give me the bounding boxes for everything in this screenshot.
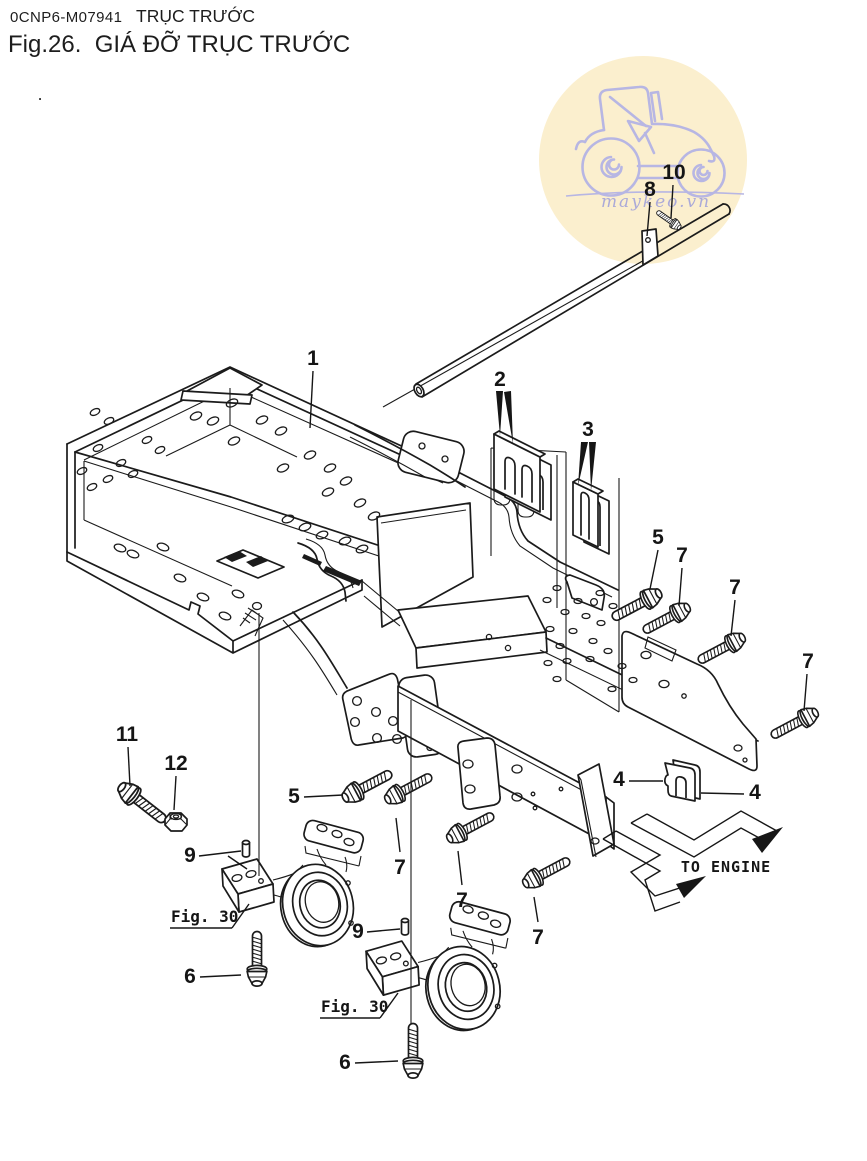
watermark-text: maykeo.vn [601,192,711,212]
shim-2 [493,430,552,521]
callout-label-5: 5 [652,526,664,549]
callout-label-7: 7 [394,856,406,879]
watermark: maykeo.vn [539,56,747,264]
bearing-housing-2 [365,899,513,1039]
callout-leader [303,794,344,798]
bolt-7-b [693,627,750,670]
callout-label-4: 4 [613,768,625,791]
callout-label-3: 3 [582,418,594,441]
callout-leader [533,896,539,923]
to-engine-arrows [602,810,783,912]
callout-label-8: 8 [644,178,656,201]
stay-rod [413,203,731,398]
callout-arrow [578,442,588,486]
slot-panels [382,257,649,713]
callout-leader [649,549,659,590]
callout-leader [395,817,401,853]
section-title: TRỤC TRƯỚC [136,6,256,26]
callout-leader [199,974,242,978]
callout-leader [678,567,683,607]
annotation-fig: Fig. 30 [321,997,388,1016]
bolt-6-a [246,930,268,987]
callout-leader [198,850,242,857]
callout-label-5: 5 [288,785,300,808]
callout-label-11: 11 [116,723,139,746]
callout-label-7: 7 [729,576,741,599]
callout-leader [127,746,131,787]
pin-9-b [400,917,410,936]
bolt-6-b [402,1022,424,1079]
callout-arrow [504,391,513,444]
callout-label-6: 6 [339,1051,351,1074]
alignment-lines [258,613,412,1024]
callout-leader [646,201,651,237]
callout-leader [227,855,248,870]
callout-leader [803,673,808,712]
figure-title: Fig.26. GIÁ ĐỠ TRỤC TRƯỚC [8,31,351,58]
tractor-icon [565,85,745,198]
annotation-mark: . [38,88,42,103]
shim-4 [663,759,701,802]
side-plate [577,763,615,858]
callout-leader [457,850,463,886]
callout-leader [366,928,401,933]
callout-label-10: 10 [662,161,685,184]
callout-leader [700,792,745,795]
callout-leader [354,1060,399,1064]
callout-arrow [589,442,596,491]
callout-label-2: 2 [494,368,506,391]
callout-label-6: 6 [184,965,196,988]
nut-12 [164,812,188,832]
shim-3 [572,478,610,555]
bearing-housing-1 [221,818,366,955]
frame-holes [76,398,381,621]
bolt-7-e [442,806,499,849]
annotation-fig: Fig. 30 [171,907,238,926]
web-holes [542,584,638,693]
callout-label-9: 9 [184,844,196,867]
callout-label-7: 7 [802,650,814,673]
callout-label-7: 7 [532,926,544,949]
watermark-circle [539,56,747,264]
callout-label-12: 12 [164,752,187,775]
pin-9-a [241,839,251,858]
bolt-7-f [518,851,575,894]
annotation-line [379,992,399,1019]
callout-leader [309,370,314,429]
frame-assembly [66,366,759,850]
callout-label-7: 7 [456,889,468,912]
document-code: 0CNP6-M07941 [10,9,123,26]
callout-label-7: 7 [676,544,688,567]
bolt-11 [112,776,173,830]
annotation-layer: TO ENGINE Fig. 30 Fig. 30. [38,88,771,1019]
callout-label-9: 9 [352,920,364,943]
callout-leader [173,775,177,811]
callout-leader [670,184,674,219]
bolt-7-c [766,702,823,745]
callout-label-1: 1 [307,347,319,370]
annotation-engine: TO ENGINE [681,858,771,876]
callout-leader [730,599,736,637]
callout-arrow [496,391,503,436]
annotation-line [231,903,250,929]
callout-label-4: 4 [749,781,761,804]
